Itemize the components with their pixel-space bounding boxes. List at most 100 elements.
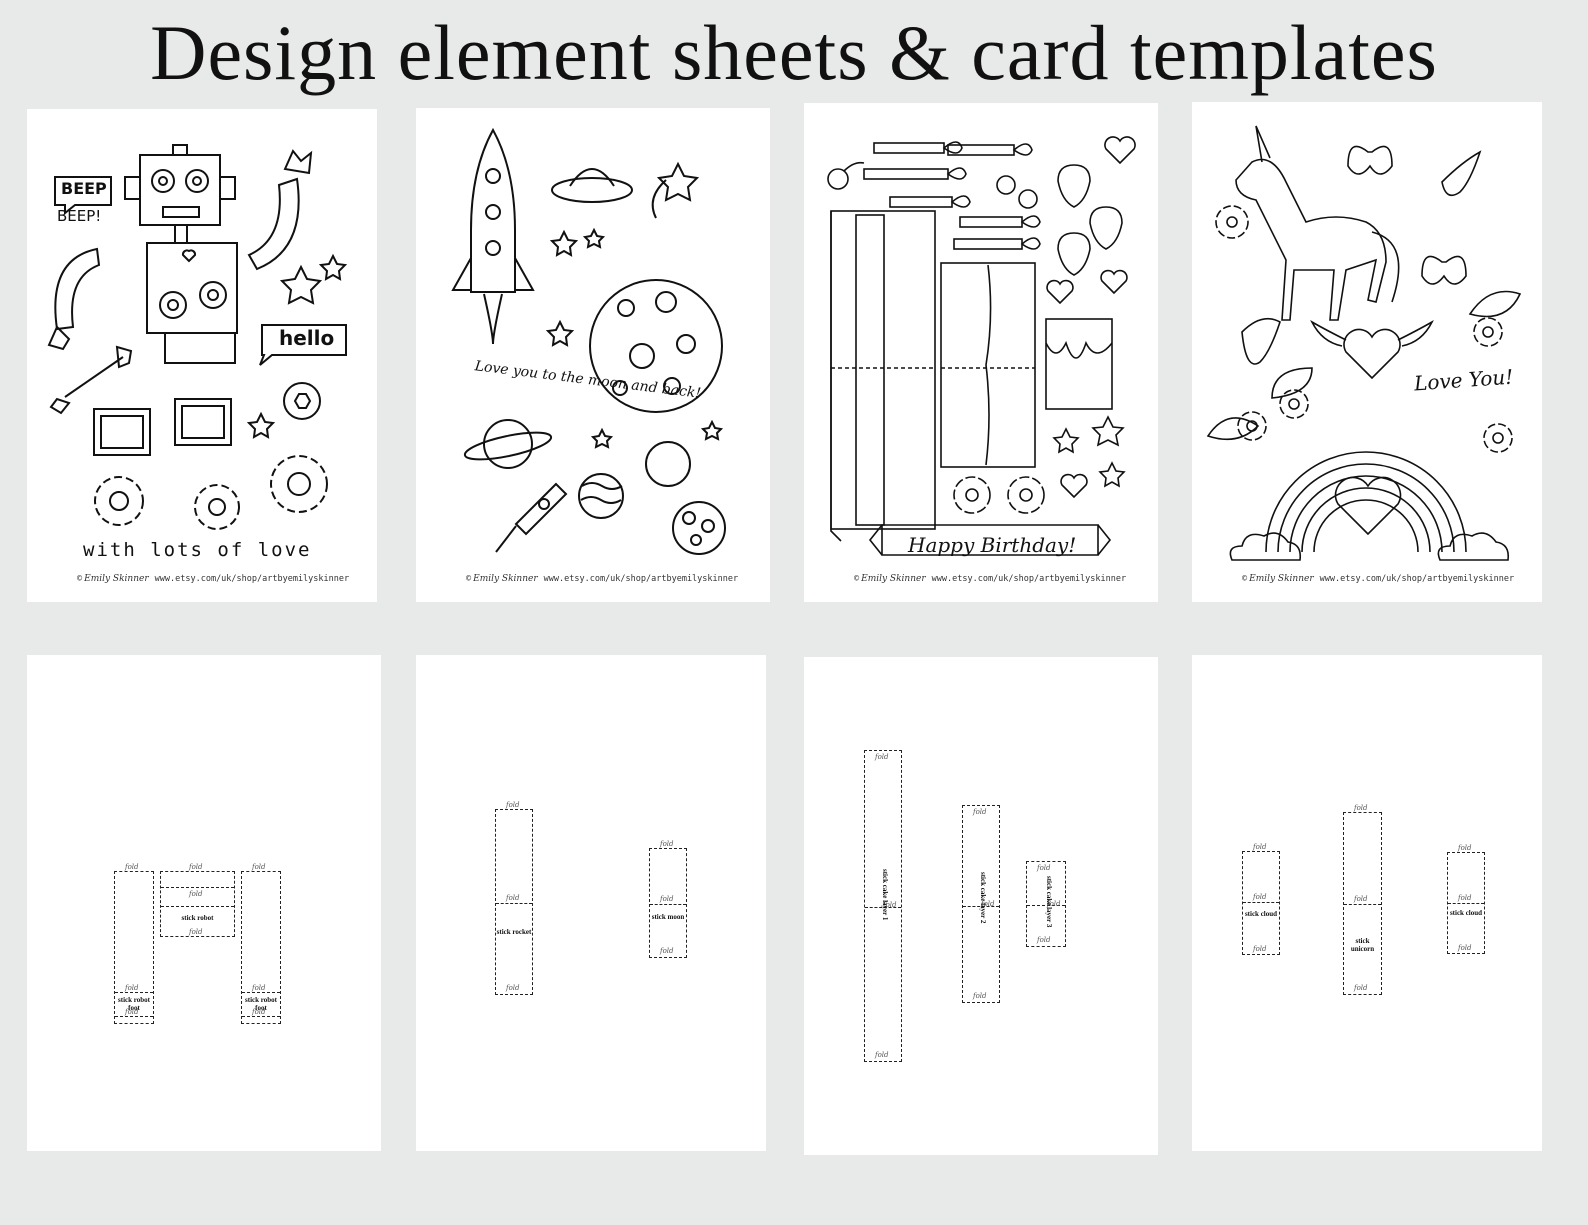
- robot-element-sheet: BEEP BEEP! hello with lots of love ©Emil…: [27, 109, 377, 602]
- strip-label: stick moon: [651, 913, 685, 921]
- strawberry-icons: [1057, 164, 1123, 276]
- fold-label: fold: [875, 753, 889, 761]
- gear-icons: [94, 455, 328, 530]
- heart-icons: [1046, 136, 1136, 499]
- winged-heart-icon: [1310, 319, 1434, 380]
- shooting-star-icon: [651, 161, 700, 219]
- strip-label: stick cloud: [1449, 909, 1483, 917]
- fold-label: fold: [1354, 804, 1368, 812]
- birthday-banner-icon: [868, 524, 1112, 556]
- cake-layer-2-icon: [940, 262, 1036, 468]
- fold-label: fold: [252, 1008, 266, 1016]
- fold-label: fold: [506, 984, 520, 992]
- fold-label: fold: [189, 928, 203, 936]
- fold-label: fold: [125, 984, 139, 992]
- fold-label: fold: [660, 895, 674, 903]
- cake-layer-2-strip: fold fold stick cake layer 2 fold: [962, 805, 1000, 1003]
- saturn-icon: [463, 419, 553, 469]
- fold-label: fold: [660, 840, 674, 848]
- fold-label: fold: [973, 808, 987, 816]
- fold-label: fold: [981, 900, 995, 908]
- beep-speech-bubble: [54, 176, 112, 216]
- fold-label: fold: [252, 984, 266, 992]
- hello-text: hello: [279, 326, 335, 350]
- wrench-arm-left-icon: [47, 247, 101, 351]
- cake-message: Happy Birthday!: [908, 533, 1077, 557]
- moon-icon: [589, 279, 723, 413]
- stars-icon: [246, 253, 348, 439]
- strip-label: stick rocket: [496, 928, 532, 936]
- cloud-icons: [1229, 532, 1510, 561]
- butterfly-icons: [1347, 145, 1467, 285]
- signature: Emily Skinner: [861, 574, 926, 584]
- heart-icon: [1334, 476, 1402, 536]
- fold-label: fold: [1047, 900, 1061, 908]
- cloud-strip-right: fold fold stick cloud fold: [1447, 844, 1485, 954]
- robot-foot-strip-left: fold stick robot foot fold fold: [114, 863, 154, 1024]
- strip-label: stick cloud: [1244, 910, 1278, 918]
- robot-illustrations: [47, 144, 348, 530]
- shop-url: www.etsy.com/uk/shop/artbyemilyskinner: [931, 574, 1127, 584]
- strip-label: stick unicorn: [1350, 937, 1375, 953]
- unicorn-card-template: fold fold stick cloud fold fold fold sti…: [1192, 655, 1542, 1151]
- fold-label: fold: [973, 992, 987, 1000]
- space-card-template: fold fold stick rocket fold fold fold st…: [416, 655, 766, 1151]
- robot-message: with lots of love: [83, 539, 312, 561]
- candle-icons: [863, 141, 1041, 250]
- signature: Emily Skinner: [1249, 574, 1314, 584]
- strip-label: stick cake layer 3: [1045, 876, 1053, 928]
- leaf-icons: [1206, 290, 1522, 441]
- cake-layer-1-icon: [830, 210, 936, 542]
- space-illustrations: [451, 127, 726, 555]
- robot-foot-strip-right: fold stick robot foot fold fold: [241, 863, 281, 1024]
- shop-url: www.etsy.com/uk/shop/artbyemilyskinner: [154, 574, 350, 584]
- robot-icon: [124, 144, 238, 364]
- fold-label: fold: [1458, 894, 1472, 902]
- fold-label: fold: [1037, 864, 1051, 872]
- ufo-icon: [551, 168, 633, 203]
- cake-layer-3-strip: fold fold stick cake layer 3 fold: [1026, 861, 1066, 947]
- strip-label: stick cake layer 2: [979, 872, 987, 924]
- unicorn-strip: fold fold stick unicorn fold: [1343, 804, 1382, 995]
- fold-label: fold: [252, 863, 266, 871]
- beep-text: BEEP: [61, 179, 107, 198]
- fold-label: fold: [125, 863, 139, 871]
- strip-label: stick robot foot: [245, 996, 277, 1012]
- flower-icons: [953, 476, 1045, 514]
- fold-label: fold: [1458, 844, 1472, 852]
- cake-illustrations: [827, 136, 1136, 556]
- fold-label: fold: [1037, 936, 1051, 944]
- strip-label: stick cake layer 1: [881, 869, 889, 921]
- wrench-arm-icon: [247, 149, 313, 271]
- wrench-icon: [49, 345, 133, 415]
- shop-url: www.etsy.com/uk/shop/artbyemilyskinner: [1319, 574, 1515, 584]
- fold-label: fold: [1253, 843, 1267, 851]
- flower-icons: [1215, 205, 1513, 453]
- fold-label: fold: [506, 801, 520, 809]
- page-title: Design element sheets & card templates: [150, 9, 1438, 96]
- cake-layer-1-strip: fold fold stick cake layer 1 fold: [864, 750, 902, 1062]
- rocket-icon: [451, 127, 535, 345]
- fold-label: fold: [125, 1008, 139, 1016]
- fold-label: fold: [883, 901, 897, 909]
- plate-icons: [93, 398, 232, 456]
- planet-icons: [578, 441, 726, 555]
- strip-label: stick robot: [181, 914, 214, 922]
- signature: Emily Skinner: [473, 574, 538, 584]
- fold-label: fold: [1253, 945, 1267, 953]
- cloud-strip-left: fold fold stick cloud fold: [1242, 843, 1280, 955]
- rainbow-icon: [1265, 451, 1467, 553]
- moon-strip: fold fold stick moon fold: [649, 840, 687, 958]
- fold-label: fold: [189, 863, 203, 871]
- cherry-icons: [827, 161, 1038, 209]
- signature: Emily Skinner: [84, 574, 149, 584]
- fold-label: fold: [506, 894, 520, 902]
- fold-label: fold: [1458, 944, 1472, 952]
- stars-icon: [1052, 415, 1126, 488]
